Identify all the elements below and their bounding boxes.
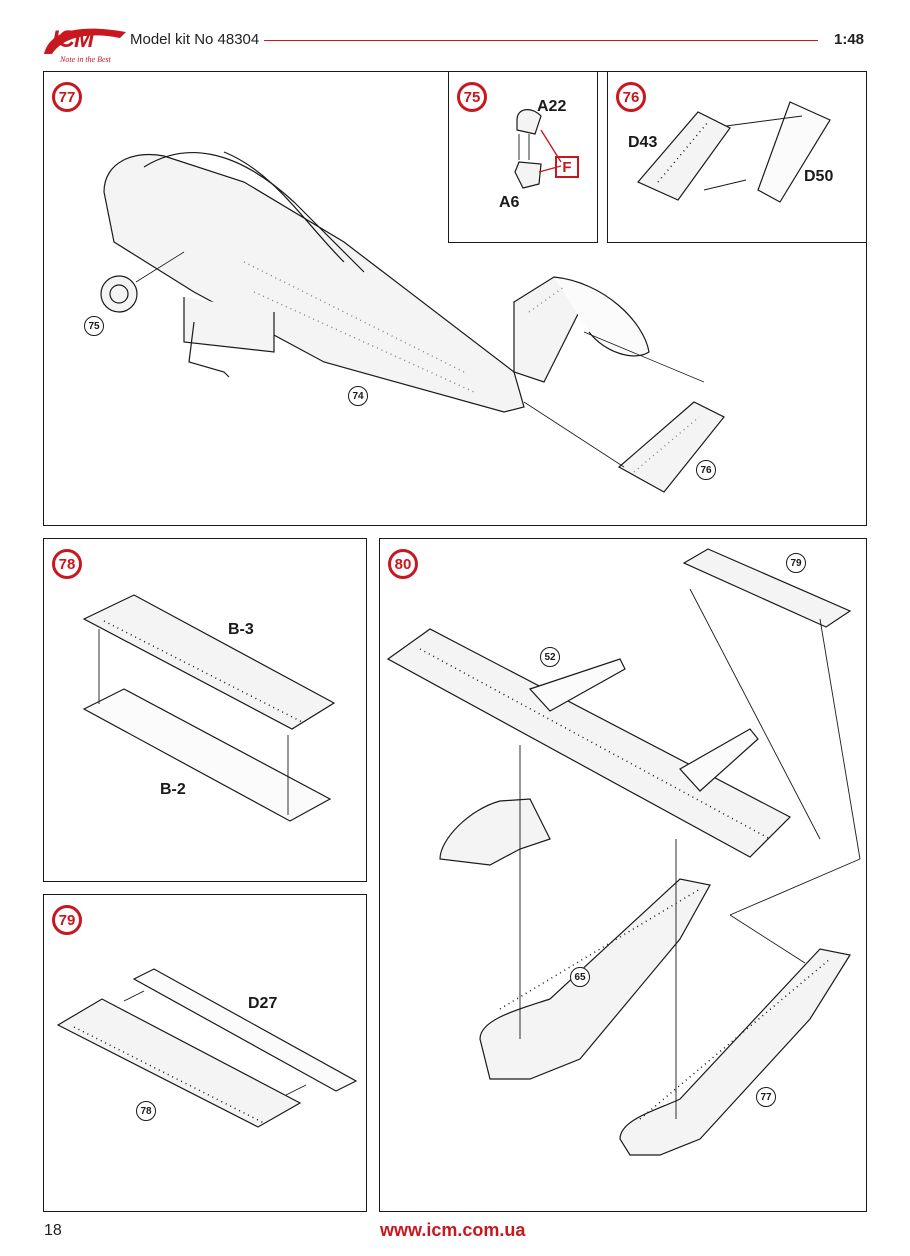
panel-step-75: 75 A22 A6 F	[448, 71, 598, 243]
elevator-illustration	[637, 101, 831, 203]
panel-step-80: 80 79 52 65 77	[379, 538, 867, 1212]
step-number-badge: 76	[616, 82, 646, 112]
flap-assembly-illustration	[56, 968, 358, 1128]
part-label: D27	[248, 995, 278, 1012]
part-label: A6	[499, 194, 520, 211]
step-number-badge: 78	[52, 549, 82, 579]
part-label: B-2	[160, 781, 186, 798]
part-callout: 75	[84, 316, 104, 336]
part-callout: 76	[696, 460, 716, 480]
panel-step-76: 76 D43 D50	[607, 71, 867, 243]
header-rule	[264, 40, 818, 41]
part-callout: 79	[786, 553, 806, 573]
wing-halves-illustration	[82, 594, 336, 822]
website-link[interactable]: www.icm.com.ua	[380, 1220, 526, 1240]
part-label: A22	[537, 98, 567, 115]
scale-label: 1:48	[834, 31, 865, 48]
part-callout: 74	[348, 386, 368, 406]
icm-logo-icon	[44, 28, 126, 54]
page-number: 18	[44, 1222, 62, 1239]
logo-tagline: Note in the Best	[60, 55, 111, 64]
panel-step-79: 79 D27 78	[43, 894, 367, 1212]
step-number-badge: 80	[388, 549, 418, 579]
final-assembly-illustration	[386, 548, 861, 1156]
part-callout: 78	[136, 1101, 156, 1121]
panel-step-78: 78 B-3 B-2	[43, 538, 367, 882]
kit-number-label: Model kit No 48304	[130, 31, 260, 48]
fuselage-assembly-illustration	[100, 151, 725, 493]
paint-code-box: F	[555, 156, 579, 178]
part-callout: 52	[540, 647, 560, 667]
step-number-badge: 77	[52, 82, 82, 112]
part-label: D43	[628, 134, 658, 151]
logo-text: ICM	[52, 26, 94, 53]
part-callout: 77	[756, 1087, 776, 1107]
step-number-badge: 79	[52, 905, 82, 935]
part-label: B-3	[228, 621, 254, 638]
part-callout: 65	[570, 967, 590, 987]
prop-spinner-illustration	[514, 109, 562, 189]
part-label: D50	[804, 168, 834, 185]
step-number-badge: 75	[457, 82, 487, 112]
